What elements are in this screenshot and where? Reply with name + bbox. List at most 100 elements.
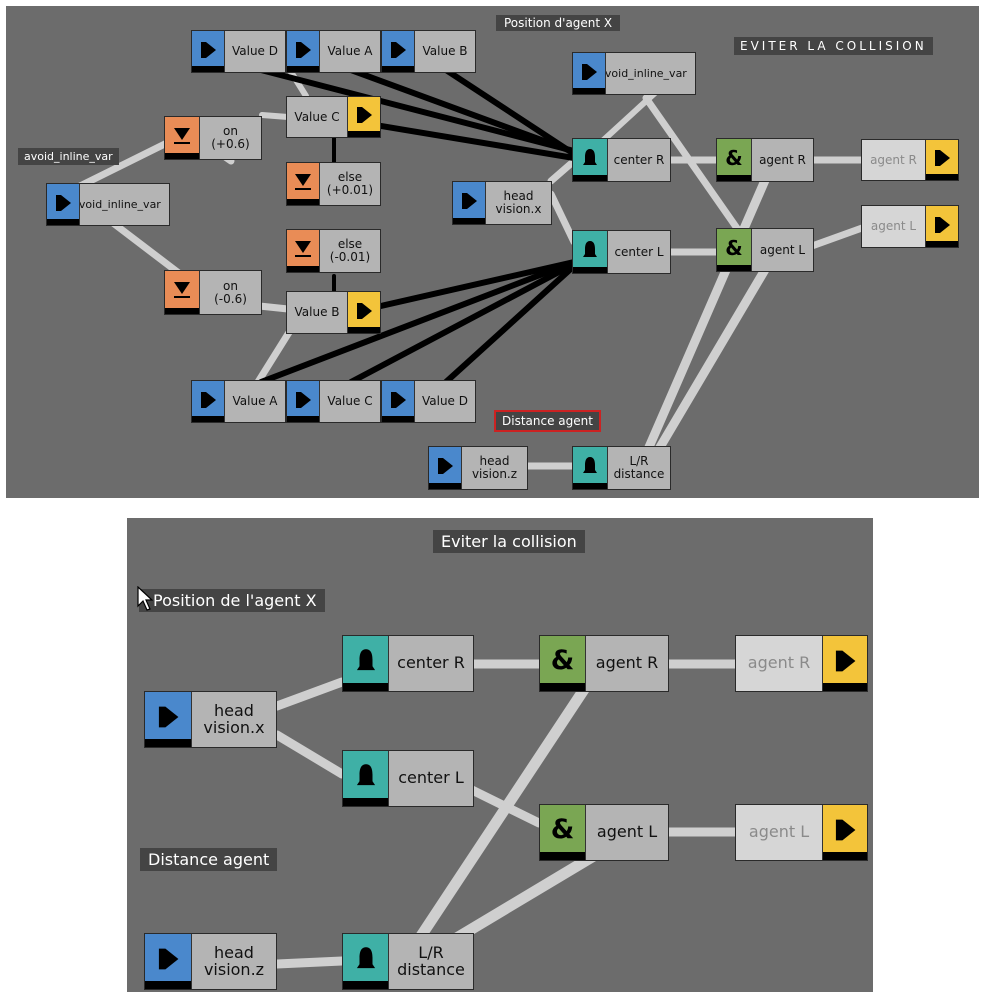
node-label: head vision.z	[462, 447, 527, 489]
down-triangle-icon	[165, 117, 200, 159]
wire	[258, 67, 577, 154]
bell-icon	[343, 751, 389, 806]
label-position-agent-x: Position de l'agent X	[139, 589, 325, 612]
on-negative-node[interactable]: on (-0.6)	[164, 270, 262, 315]
node-label-line2: (+0.6)	[211, 137, 250, 151]
node-label: avoid_inline_var	[598, 66, 687, 80]
node-label-line2: vision.x	[203, 717, 265, 737]
agent-l-output-node[interactable]: agent L	[861, 205, 959, 248]
head-vision-z-node[interactable]: head vision.z	[144, 933, 277, 990]
wire	[642, 94, 752, 248]
node-label: Value B	[294, 305, 340, 320]
node-label: head vision.x	[192, 692, 276, 747]
wire	[348, 67, 577, 155]
wire	[348, 261, 577, 385]
node-label-line1: L/R	[629, 454, 649, 469]
node-label: on (-0.6)	[200, 271, 261, 314]
value-c-bottom-node[interactable]: Value C	[286, 380, 381, 423]
agent-l-and-node[interactable]: & agent L	[716, 228, 814, 272]
avoid-inline-var-right-node[interactable]: avoid_inline_var	[572, 52, 696, 95]
value-a-top-node[interactable]: Value A	[286, 30, 381, 73]
wire	[808, 224, 866, 250]
lr-distance-node[interactable]: L/R distance	[342, 933, 474, 990]
wire-layer	[74, 45, 866, 470]
node-label: head vision.x	[486, 182, 551, 224]
value-d-bottom-node[interactable]: Value D	[381, 380, 476, 423]
node-label-line1: else	[337, 237, 363, 252]
bell-icon	[573, 139, 608, 181]
head-vision-x-node[interactable]: head vision.x	[144, 691, 277, 748]
play-arrow-icon	[192, 381, 225, 422]
value-b-top-node[interactable]: Value B	[381, 30, 476, 73]
wire	[378, 259, 577, 309]
behavior-graph-canvas-bottom[interactable]: Eviter la collision Position de l'agent …	[127, 518, 873, 992]
agent-r-and-node[interactable]: & agent R	[539, 635, 669, 692]
wire	[547, 190, 578, 246]
play-arrow-icon	[429, 447, 462, 489]
bell-icon	[573, 447, 608, 489]
wire	[651, 263, 771, 459]
node-label: agent R	[747, 653, 811, 673]
node-label-line2: distance	[613, 467, 665, 481]
wire	[272, 677, 347, 711]
wire	[413, 682, 591, 945]
node-label: Value B	[422, 44, 468, 59]
node-label: head vision.z	[192, 934, 276, 989]
agent-r-and-node[interactable]: & agent R	[716, 138, 814, 182]
node-label: agent L	[870, 219, 917, 234]
node-label: Value D	[231, 44, 278, 59]
node-label-line1: head	[479, 454, 510, 469]
value-a-bottom-node[interactable]: Value A	[191, 380, 286, 423]
agent-r-output-node[interactable]: agent R	[861, 139, 959, 181]
value-d-top-node[interactable]: Value D	[191, 30, 286, 73]
play-arrow-icon	[382, 31, 415, 72]
node-label: else (-0.01)	[320, 230, 380, 272]
node-label: agent R	[870, 152, 917, 167]
play-arrow-icon	[192, 31, 225, 72]
title-eviter-la-collision: Eviter la collision	[433, 530, 585, 553]
node-label: Value C	[327, 394, 373, 409]
node-label: agent R	[595, 653, 659, 673]
agent-l-output-node[interactable]: agent L	[735, 804, 868, 861]
head-vision-x-node[interactable]: head vision.x	[452, 181, 552, 225]
play-arrow-icon	[145, 692, 192, 747]
play-arrow-icon	[347, 292, 380, 333]
else-negative-node[interactable]: else (-0.01)	[286, 229, 381, 273]
center-l-node[interactable]: center L	[342, 750, 474, 807]
center-r-node[interactable]: center R	[342, 635, 474, 692]
center-l-node[interactable]: center L	[572, 230, 671, 274]
value-b-mid-node[interactable]: Value B	[286, 291, 381, 334]
mouse-cursor-icon	[137, 585, 154, 616]
else-positive-node[interactable]: else (+0.01)	[286, 162, 381, 206]
head-vision-z-node[interactable]: head vision.z	[428, 446, 528, 490]
avoid-inline-var-left-node[interactable]: avoid_inline_var	[46, 183, 170, 226]
play-arrow-icon	[347, 97, 380, 137]
agent-r-output-node[interactable]: agent R	[735, 635, 868, 692]
label-distance-agent: Distance agent	[140, 848, 278, 871]
wire	[378, 123, 577, 161]
node-label: agent L	[748, 822, 810, 842]
play-arrow-icon	[453, 182, 486, 224]
node-label: center R	[397, 653, 465, 673]
node-label-line2: vision.x	[495, 202, 542, 216]
lr-distance-node[interactable]: L/R distance	[572, 446, 671, 490]
node-label: center R	[613, 152, 665, 167]
play-arrow-icon	[573, 53, 606, 94]
on-positive-node[interactable]: on (+0.6)	[164, 116, 262, 160]
node-label: center L	[614, 244, 664, 259]
center-r-node[interactable]: center R	[572, 138, 671, 182]
node-label: Value A	[327, 44, 373, 59]
node-label-line1: on	[223, 278, 238, 293]
node-label: Value C	[294, 109, 340, 124]
node-label-line1: head	[214, 700, 254, 720]
wire	[547, 157, 578, 185]
play-arrow-icon	[382, 381, 415, 422]
node-label: center L	[398, 768, 464, 788]
node-label-line1: head	[503, 189, 534, 204]
behavior-graph-canvas-top[interactable]: Position d'agent X EVITER LA COLLISION a…	[6, 6, 979, 498]
agent-l-and-node[interactable]: & agent L	[539, 804, 669, 861]
play-arrow-icon	[287, 381, 320, 422]
node-label: avoid_inline_var	[72, 197, 161, 211]
bell-icon	[343, 934, 389, 989]
value-c-mid-node[interactable]: Value C	[286, 96, 381, 138]
